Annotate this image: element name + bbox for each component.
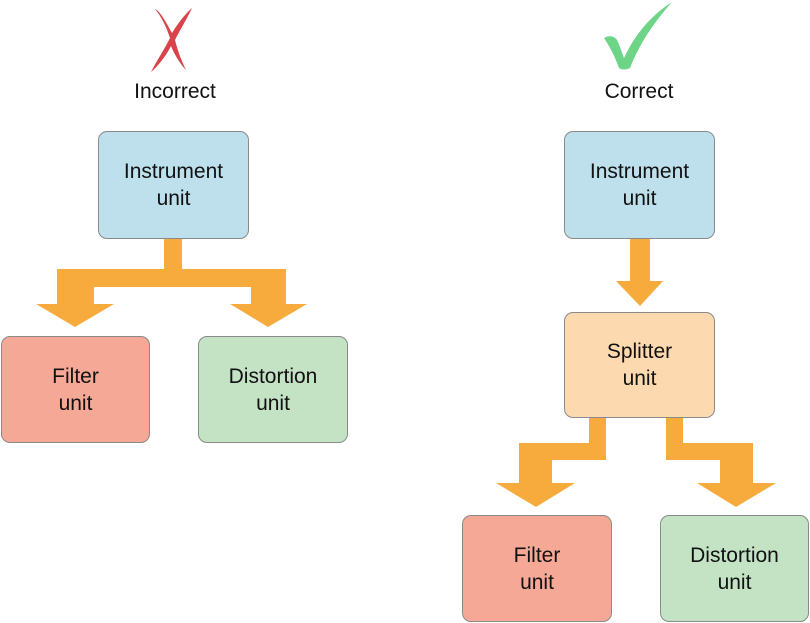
correct-distortion-unit-label: Distortion unit (690, 543, 779, 594)
incorrect-filter-unit-label: Filter unit (52, 364, 99, 415)
correct-splitter-to-filter-arrow (496, 418, 606, 507)
incorrect-distortion-unit-box: Distortion unit (198, 336, 348, 443)
incorrect-arrows (36, 238, 307, 327)
correct-instrument-unit-label: Instrument unit (589, 160, 690, 210)
correct-splitter-to-distortion-arrow (666, 418, 776, 507)
correct-splitter-unit-box: Splitter unit (564, 312, 715, 418)
incorrect-instrument-unit-label: Instrument unit (123, 160, 224, 210)
correct-splitter-unit-label: Splitter unit (606, 340, 673, 390)
correct-heading: Correct (604, 80, 674, 103)
correct-filter-unit-label: Filter unit (513, 543, 561, 594)
correct-instrument-to-splitter-arrow (616, 238, 663, 306)
incorrect-heading: Incorrect (134, 80, 216, 103)
cross-icon (151, 8, 192, 72)
incorrect-split-arrow (36, 238, 307, 327)
check-icon (604, 2, 672, 70)
incorrect-filter-unit-box: Filter unit (1, 336, 150, 443)
correct-instrument-unit-box: Instrument unit (564, 131, 715, 239)
correct-filter-unit-box: Filter unit (462, 515, 612, 622)
incorrect-distortion-unit-label: Distortion unit (228, 364, 318, 415)
correct-distortion-unit-box: Distortion unit (660, 515, 809, 622)
correct-arrows (496, 238, 776, 507)
incorrect-instrument-unit-box: Instrument unit (98, 131, 249, 239)
